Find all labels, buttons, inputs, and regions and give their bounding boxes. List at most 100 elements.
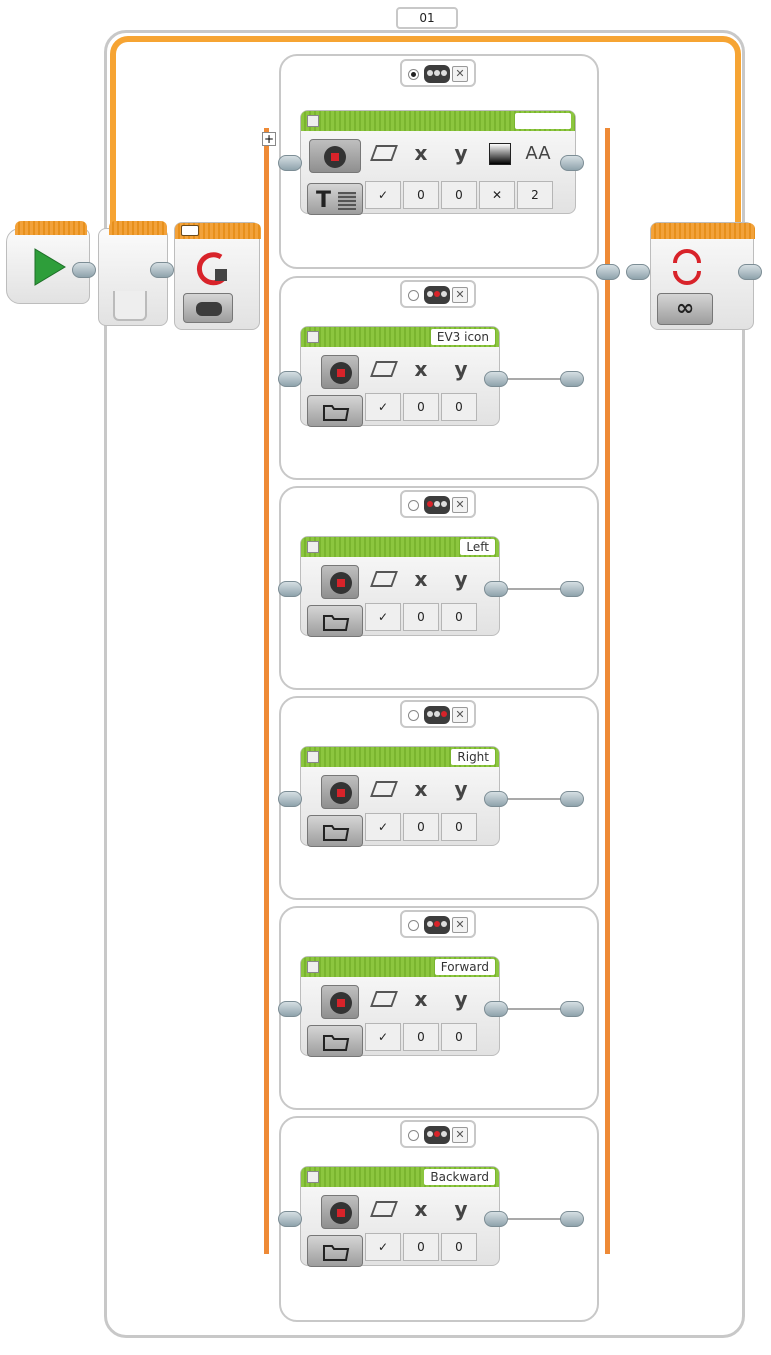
case-4-end-port[interactable] [560,791,584,807]
image-name[interactable]: Right [451,749,495,765]
font-value[interactable]: 2 [517,181,553,209]
switch-output-port[interactable] [596,264,620,280]
switch-block[interactable] [174,222,261,330]
loop-end-block[interactable]: ∞ [650,222,755,330]
case-tab-5[interactable]: ✕ [400,910,476,938]
display-mode-selector[interactable] [321,985,359,1019]
case-1-input-port[interactable] [278,155,302,171]
x-value[interactable]: 0 [403,1023,439,1051]
case-delete-icon[interactable]: ✕ [452,497,468,513]
clear-value[interactable]: ✓ [365,813,401,841]
case-radio-selected[interactable] [408,69,419,80]
color-value[interactable]: ✕ [479,181,515,209]
x-value[interactable]: 0 [403,813,439,841]
switch-icon[interactable] [193,249,233,289]
start-block[interactable] [6,221,90,304]
file-open-icon[interactable] [307,395,363,427]
y-value[interactable]: 0 [441,603,477,631]
brick-buttons-icon [424,286,450,304]
y-label: y [454,777,468,801]
y-value[interactable]: 0 [441,813,477,841]
case-6-end-port[interactable] [560,1211,584,1227]
display-mode-selector[interactable] [321,355,359,389]
display-mode-selector[interactable] [321,1195,359,1229]
eraser-icon [370,571,398,587]
case-4-input-port[interactable] [278,791,302,807]
case-4-output-port[interactable] [484,791,508,807]
case-1-output-port[interactable] [560,155,584,171]
text-grid-mode[interactable]: T [307,183,363,215]
clear-value[interactable]: ✓ [365,603,401,631]
case-2-output-port[interactable] [484,371,508,387]
y-value[interactable]: 0 [441,181,477,209]
start-output-port[interactable] [72,262,96,278]
file-open-icon[interactable] [307,1025,363,1057]
case-tab-3[interactable]: ✕ [400,490,476,518]
x-value[interactable]: 0 [403,393,439,421]
case-radio[interactable] [408,1130,419,1141]
loop-output-port[interactable] [738,264,762,280]
case-delete-icon[interactable]: ✕ [452,707,468,723]
file-open-icon[interactable] [307,1235,363,1267]
clear-value[interactable]: ✓ [365,1233,401,1261]
case-2-input-port[interactable] [278,371,302,387]
case-delete-icon[interactable]: ✕ [452,1127,468,1143]
y-value[interactable]: 0 [441,1233,477,1261]
image-name[interactable]: EV3 icon [430,329,495,345]
loop-mode-selector[interactable]: ∞ [657,293,713,325]
case-radio[interactable] [408,500,419,511]
case-6-input-port[interactable] [278,1211,302,1227]
case-radio[interactable] [408,710,419,721]
clear-value[interactable]: ✓ [365,1023,401,1051]
clear-value[interactable]: ✓ [365,181,401,209]
x-value[interactable]: 0 [403,181,439,209]
case-radio[interactable] [408,290,419,301]
case-3-output-port[interactable] [484,581,508,597]
display-mode-selector[interactable] [309,139,361,173]
case-delete-icon[interactable]: ✕ [452,917,468,933]
image-name[interactable]: Backward [424,1169,495,1185]
case-radio[interactable] [408,920,419,931]
case-5-input-port[interactable] [278,1001,302,1017]
sequence-wire [508,378,564,380]
brick-buttons-icon [424,1126,450,1144]
loop-label[interactable]: 01 [396,7,458,29]
file-open-icon[interactable] [307,605,363,637]
case-delete-icon[interactable]: ✕ [452,287,468,303]
case-delete-icon[interactable]: ✕ [452,66,468,82]
display-mode-selector[interactable] [321,775,359,809]
case-tab-6[interactable]: ✕ [400,1120,476,1148]
display-icon [330,572,352,594]
clear-value[interactable]: ✓ [365,393,401,421]
case-5-end-port[interactable] [560,1001,584,1017]
loop-input-port[interactable] [626,264,650,280]
image-name[interactable]: Left [460,539,495,555]
switch-mode-selector[interactable] [183,293,233,323]
y-value[interactable]: 0 [441,1023,477,1051]
image-name[interactable]: Forward [434,959,495,975]
display-mode-selector[interactable] [321,565,359,599]
case-6-output-port[interactable] [484,1211,508,1227]
y-label: y [454,987,468,1011]
x-value[interactable]: 0 [403,1233,439,1261]
switch-add-case-icon[interactable]: + [262,132,276,146]
case-3-input-port[interactable] [278,581,302,597]
case-2-end-port[interactable] [560,371,584,387]
display-text-block[interactable]: x y AA T ✓ 0 0 ✕ 2 [300,110,576,215]
y-value[interactable]: 0 [441,393,477,421]
case-tab-4[interactable]: ✕ [400,700,476,728]
loop-entry-port[interactable] [150,262,174,278]
display-icon [330,992,352,1014]
case-tab-2[interactable]: ✕ [400,280,476,308]
x-value[interactable]: 0 [403,603,439,631]
file-open-icon[interactable] [307,815,363,847]
sequence-wire [508,1008,564,1010]
case-3-end-port[interactable] [560,581,584,597]
case-5-output-port[interactable] [484,1001,508,1017]
case-tab-1[interactable]: ✕ [400,59,476,87]
